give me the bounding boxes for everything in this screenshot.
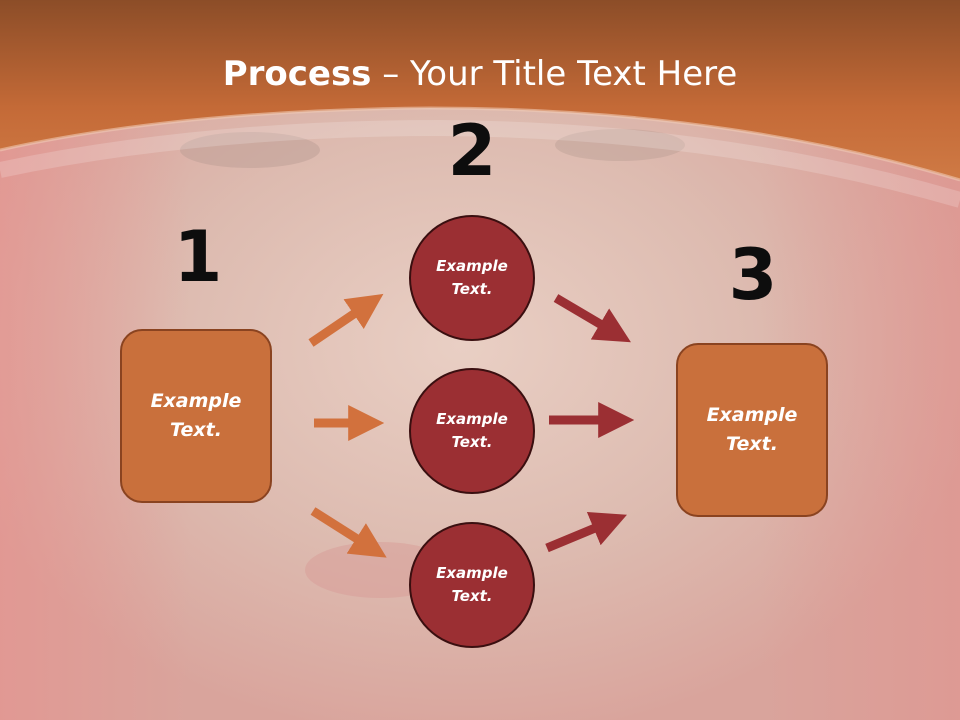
step-number-1: 1: [173, 216, 223, 298]
slide-title: Process – Your Title Text Here: [0, 52, 960, 96]
circle-text-top: Example Text.: [436, 257, 508, 298]
left-step-text: Example Text.: [150, 390, 242, 441]
middle-step-circle-bottom: Example Text.: [409, 522, 535, 648]
middle-step-circle-center: Example Text.: [409, 368, 535, 494]
left-step-box: Example Text.: [120, 329, 272, 503]
right-step-box: Example Text.: [676, 343, 828, 517]
right-step-text: Example Text.: [706, 404, 798, 455]
circle-text-bottom: Example Text.: [436, 564, 508, 605]
middle-step-circle-top: Example Text.: [409, 215, 535, 341]
circle-text-center: Example Text.: [436, 410, 508, 451]
step-number-3: 3: [728, 234, 778, 316]
title-rest: – Your Title Text Here: [371, 54, 738, 94]
title-bold: Process: [222, 54, 372, 94]
step-number-2: 2: [447, 110, 497, 192]
